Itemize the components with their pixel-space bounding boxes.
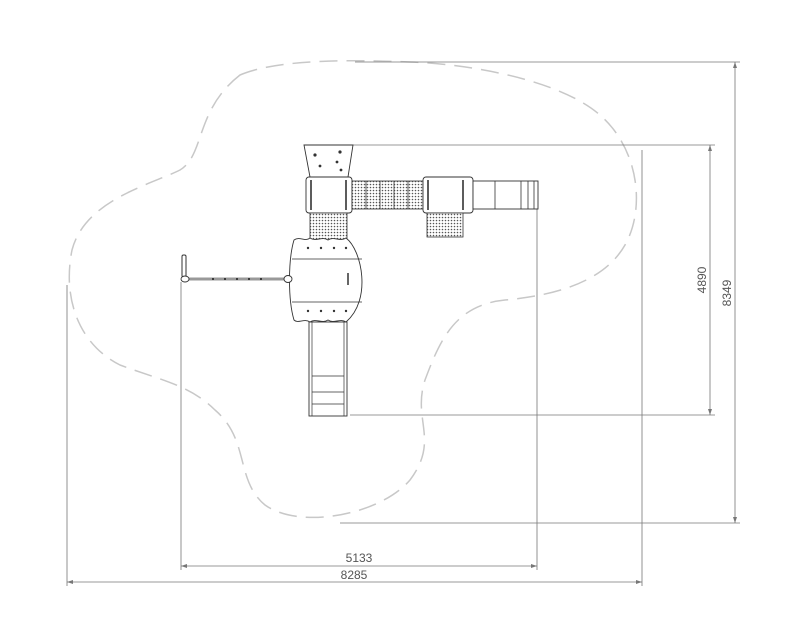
- dim-safety-zone-depth: 8349: [720, 279, 734, 306]
- rope-bridge: [351, 180, 424, 210]
- safety-zone-outline: [68, 59, 638, 519]
- left-step-panel: [309, 212, 348, 241]
- climbing-wall: [303, 144, 354, 178]
- dim-equipment-width: 5133: [346, 551, 373, 565]
- right-step-panel: [426, 212, 464, 238]
- left-deck: [305, 176, 353, 214]
- right-steps: [472, 180, 539, 210]
- right-deck: [422, 176, 474, 214]
- dim-equipment-depth: 4890: [695, 266, 709, 293]
- slide: [308, 321, 348, 417]
- play-structure: [180, 144, 539, 417]
- dome-roof: [289, 237, 363, 323]
- post: [181, 254, 187, 278]
- dim-safety-zone-width: 8285: [341, 568, 368, 582]
- dimension-lines: [66, 61, 740, 586]
